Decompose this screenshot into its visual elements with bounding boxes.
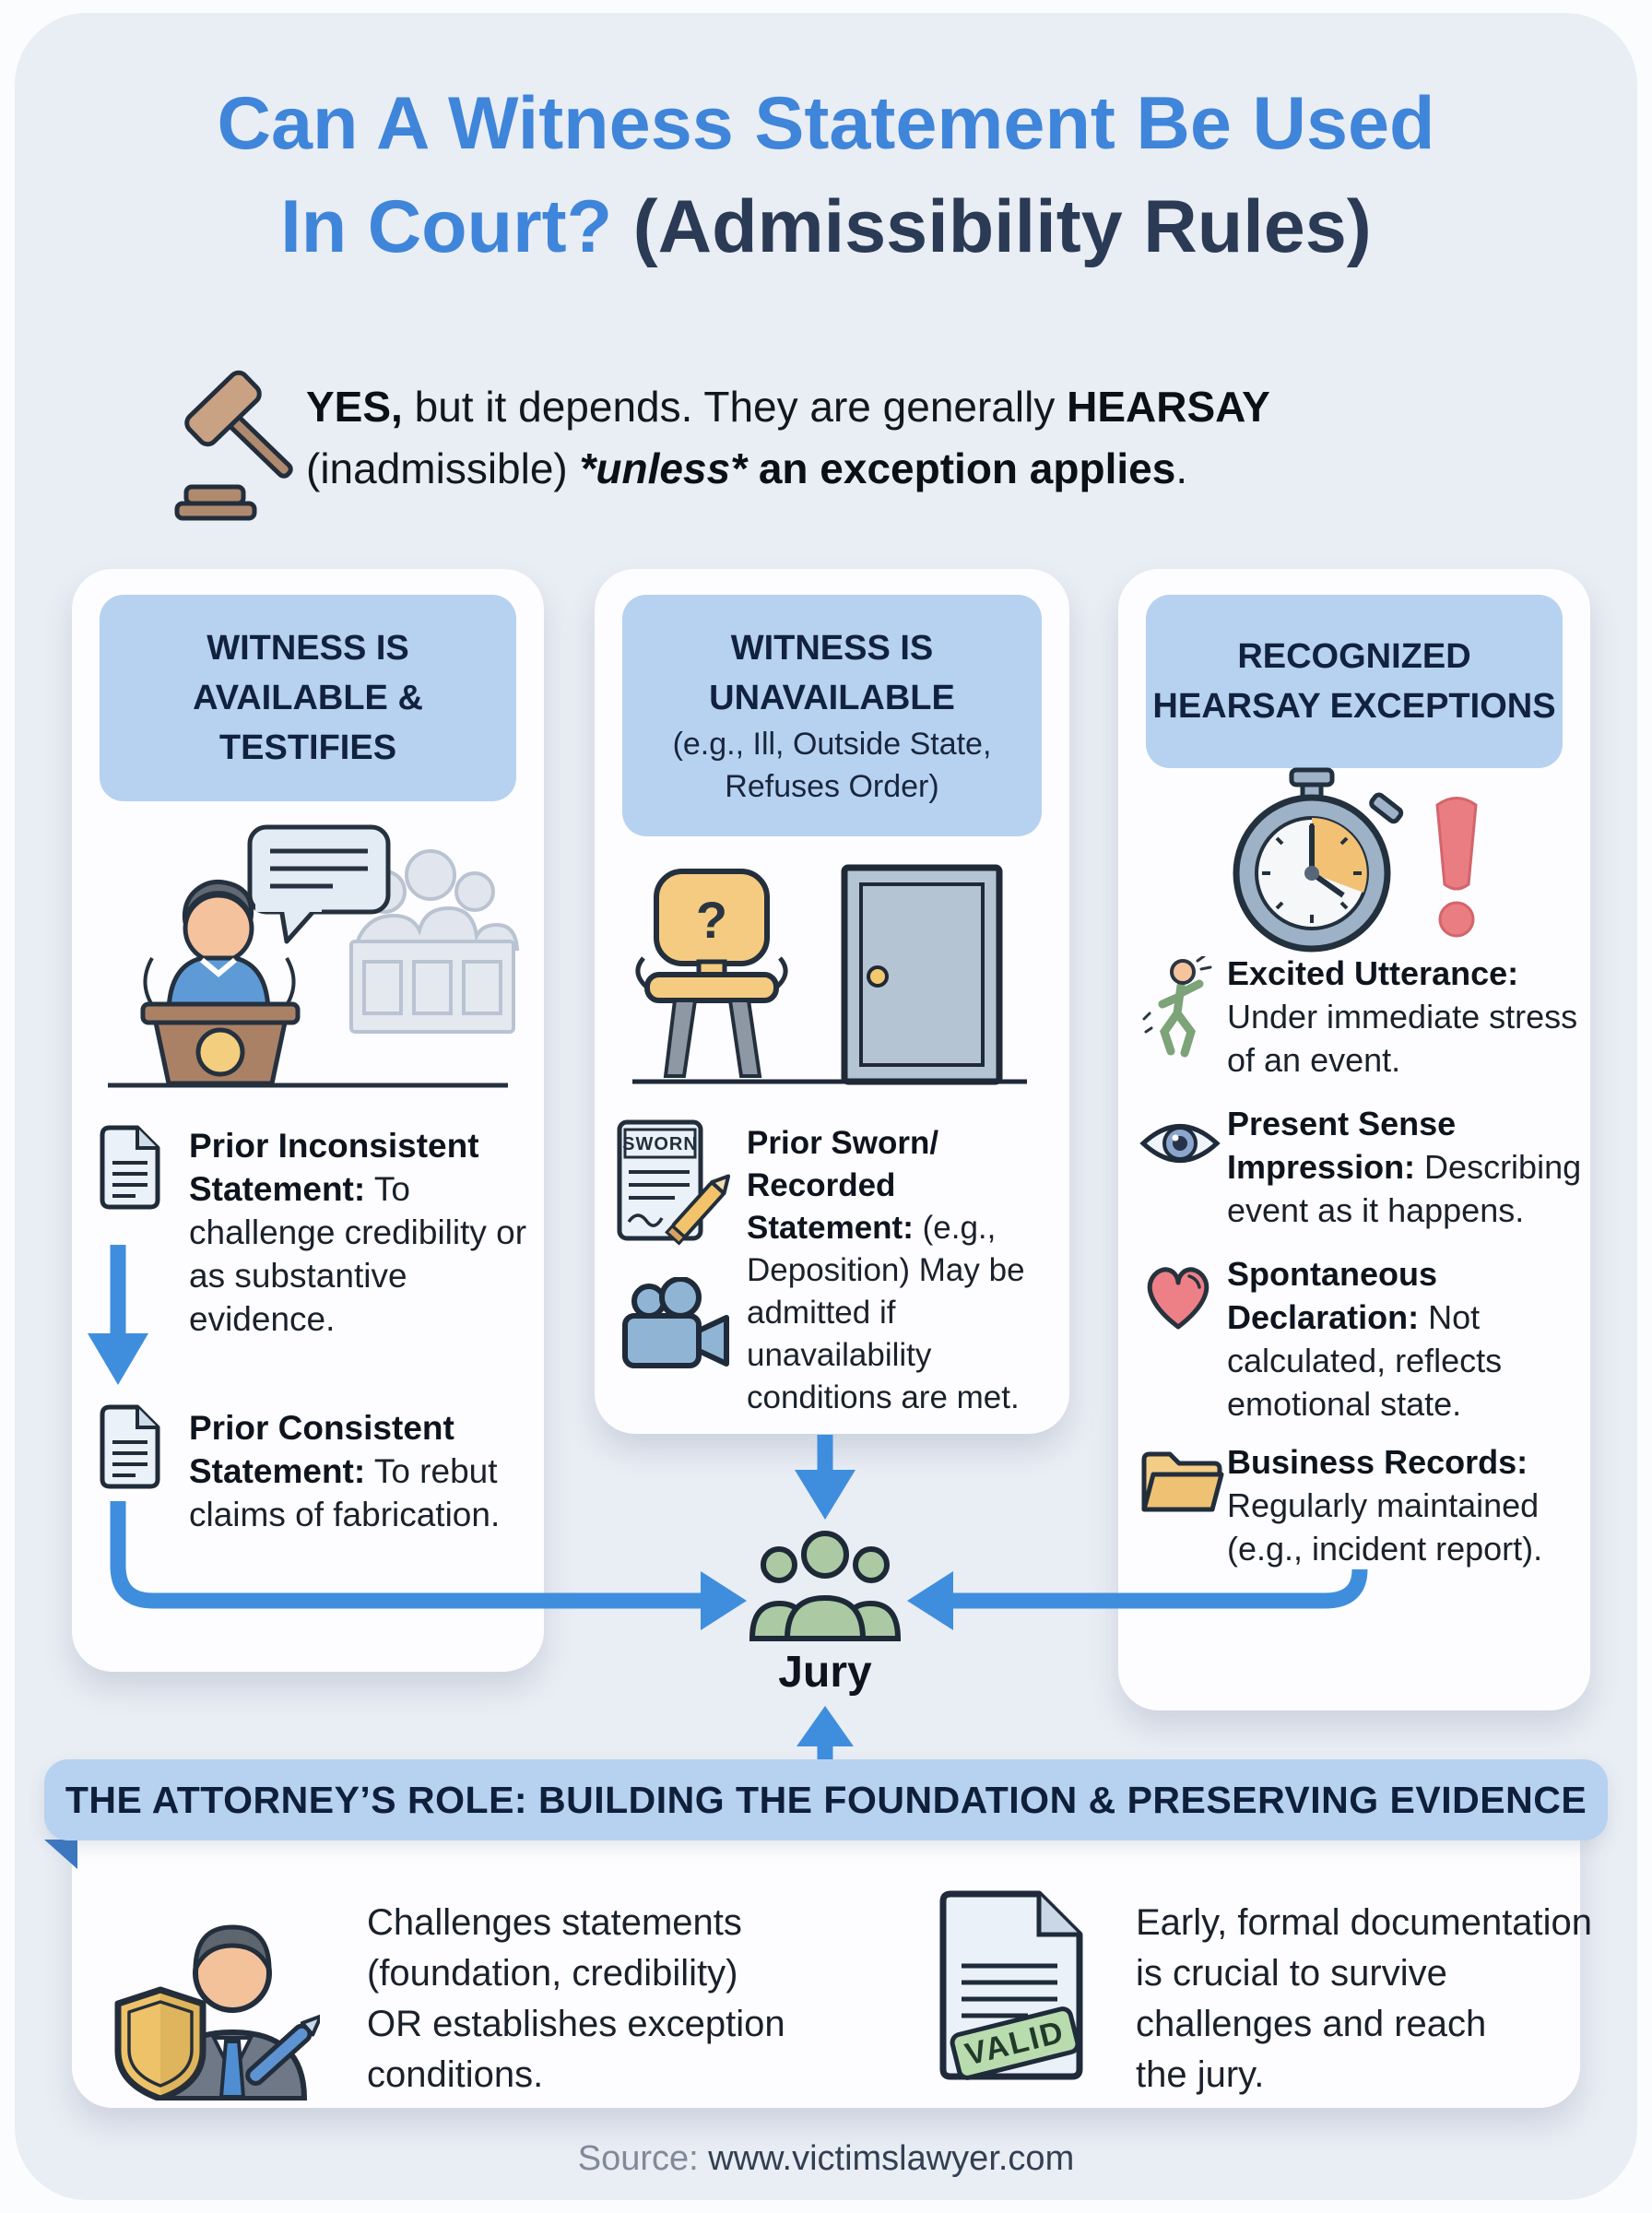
text-line: challenges and reach bbox=[1136, 2004, 1487, 2044]
page-title-line1: Can A Witness Statement Be Used bbox=[217, 82, 1435, 165]
item-bold: Prior Sworn/ Recorded Statement: bbox=[747, 1125, 939, 1246]
header3-line2: HEARSAY EXCEPTIONS bbox=[1152, 687, 1556, 726]
column-card-hearsay-exceptions: RECOGNIZED HEARSAY EXCEPTIONS bbox=[1118, 569, 1590, 1710]
eye-icon bbox=[1139, 1124, 1221, 1163]
header2-sub2: Refuses Order) bbox=[725, 769, 939, 804]
stopwatch-icon bbox=[1233, 767, 1404, 953]
column-card-witness-unavailable: WITNESS IS UNAVAILABLE (e.g., Ill, Outsi… bbox=[595, 569, 1069, 1434]
speech-bubble-icon bbox=[247, 824, 391, 944]
intro-line1: YES, but it depends. They are generally … bbox=[306, 376, 1468, 438]
item-bold: Spontaneous Declaration: bbox=[1227, 1255, 1438, 1336]
intro-bold3: an exception applies bbox=[747, 444, 1176, 492]
text-line: OR establishes exception bbox=[367, 2004, 785, 2044]
attorney-role-right-text: Early, formal documentation is crucial t… bbox=[1136, 1898, 1597, 2101]
folder-icon bbox=[1141, 1451, 1224, 1512]
intro-unless: *unless* bbox=[579, 444, 748, 492]
text-line: conditions. bbox=[367, 2054, 544, 2095]
heart-icon bbox=[1147, 1267, 1210, 1330]
attorney-icon bbox=[114, 1924, 320, 2101]
header-hearsay-exceptions: RECOGNIZED HEARSAY EXCEPTIONS bbox=[1146, 595, 1563, 768]
item-prior-inconsistent: Prior Inconsistent Statement: To challen… bbox=[189, 1124, 537, 1341]
item-bold: Prior Consistent Statement: bbox=[189, 1409, 454, 1490]
pen-icon bbox=[245, 2014, 320, 2086]
empty-chair-icon: ? bbox=[635, 869, 788, 1078]
intro-reg2: (inadmissible) bbox=[306, 444, 580, 492]
source-url: www.victimslawyer.com bbox=[708, 2139, 1075, 2178]
header1-line3: TESTIFIES bbox=[218, 728, 397, 767]
pencil-icon bbox=[665, 1174, 730, 1246]
item-rest: Not calculated, reflects emotional state… bbox=[1227, 1298, 1503, 1423]
header2-sub1: (e.g., Ill, Outside State, bbox=[672, 727, 992, 762]
valid-document-icon: VALID bbox=[939, 1890, 1083, 2080]
attorney-role-banner: THE ATTORNEY’S ROLE: BUILDING THE FOUNDA… bbox=[44, 1759, 1608, 1840]
document-icon bbox=[100, 1404, 160, 1489]
item-bold: Business Records: bbox=[1227, 1443, 1528, 1481]
intro-reg1: but it depends. They are generally bbox=[402, 383, 1068, 431]
text-line: Early, formal documentation bbox=[1136, 1902, 1593, 1943]
header1-line2: AVAILABLE & bbox=[193, 679, 423, 717]
text-line: Challenges statements bbox=[367, 1902, 742, 1943]
text-line: (foundation, credibility) bbox=[367, 1953, 738, 1994]
page-title-line2: In Court? (Admissibility Rules) bbox=[0, 184, 1652, 270]
sworn-label: SWORN bbox=[622, 1134, 698, 1154]
item-business-records: Business Records: Regularly maintained (… bbox=[1227, 1440, 1590, 1570]
attorney-role-card bbox=[72, 1798, 1580, 2108]
item-bold: Present Sense Impression: bbox=[1227, 1105, 1457, 1186]
item-spontaneous-declaration: Spontaneous Declaration: Not calculated,… bbox=[1227, 1252, 1590, 1426]
item-rest: (e.g., Deposition) May be admitted if un… bbox=[747, 1210, 1025, 1415]
intro-line2: (inadmissible) *unless* an exception app… bbox=[306, 438, 1468, 500]
column-card-witness-available: WITNESS IS AVAILABLE & TESTIFIES bbox=[72, 569, 544, 1672]
jury-bench bbox=[349, 940, 515, 1034]
item-prior-sworn: Prior Sworn/ Recorded Statement: (e.g., … bbox=[747, 1122, 1071, 1419]
item-rest: Regularly maintained (e.g., incident rep… bbox=[1227, 1486, 1543, 1568]
page-title-line2-dark: (Admissibility Rules) bbox=[612, 185, 1372, 268]
witness-figure bbox=[143, 879, 296, 1012]
sworn-document-icon: SWORN bbox=[617, 1119, 730, 1246]
jury-icon bbox=[749, 1531, 902, 1641]
item-prior-consistent: Prior Consistent Statement: To rebut cla… bbox=[189, 1406, 537, 1536]
item-excited-utterance: Excited Utterance: Under immediate stres… bbox=[1227, 952, 1590, 1082]
header2-line1: WITNESS IS bbox=[730, 629, 934, 668]
podium bbox=[140, 1001, 301, 1086]
source-line: Source: www.victimslawyer.com bbox=[0, 2139, 1652, 2179]
attorney-role-left-text: Challenges statements (foundation, credi… bbox=[367, 1898, 846, 2101]
header1-line1: WITNESS IS bbox=[206, 629, 409, 668]
page-title-line2-blue: In Court? bbox=[280, 185, 613, 268]
intro-yes: YES, bbox=[306, 383, 403, 431]
item-bold: Excited Utterance: bbox=[1227, 954, 1519, 992]
exclamation-icon bbox=[1435, 797, 1478, 938]
item-bold: Prior Inconsistent Statement: bbox=[189, 1127, 479, 1208]
gavel-icon bbox=[174, 370, 293, 521]
header2-line2: UNAVAILABLE bbox=[709, 679, 955, 717]
item-rest: Describing event as it happens. bbox=[1227, 1148, 1582, 1229]
jury-label: Jury bbox=[778, 1648, 872, 1697]
source-label: Source: bbox=[577, 2139, 709, 2178]
excited-person-icon bbox=[1142, 956, 1212, 1058]
video-camera-icon bbox=[622, 1277, 729, 1368]
witness-podium-illustration bbox=[108, 824, 520, 1088]
empty-chair-door-illustration: ? bbox=[632, 864, 1027, 1085]
item-present-sense: Present Sense Impression: Describing eve… bbox=[1227, 1102, 1590, 1232]
intro-hearsay: HEARSAY bbox=[1067, 383, 1270, 431]
text-line: the jury. bbox=[1136, 2054, 1265, 2095]
shield-icon bbox=[114, 1986, 206, 2101]
header-witness-available: WITNESS IS AVAILABLE & TESTIFIES bbox=[100, 595, 516, 801]
text-line: is crucial to survive bbox=[1136, 1953, 1447, 1994]
item-rest: Under immediate stress of an event. bbox=[1227, 998, 1578, 1079]
header3-line1: RECOGNIZED bbox=[1237, 637, 1471, 676]
chair-question-mark: ? bbox=[696, 891, 727, 949]
document-icon bbox=[100, 1125, 160, 1210]
item-rest: To challenge credibility or as substanti… bbox=[189, 1170, 527, 1338]
door-icon bbox=[841, 864, 1003, 1085]
header-witness-unavailable: WITNESS IS UNAVAILABLE (e.g., Ill, Outsi… bbox=[622, 595, 1042, 836]
intro-period: . bbox=[1175, 444, 1188, 492]
stopwatch-alert-illustration bbox=[1233, 767, 1478, 953]
intro-text: YES, but it depends. They are generally … bbox=[306, 376, 1468, 500]
